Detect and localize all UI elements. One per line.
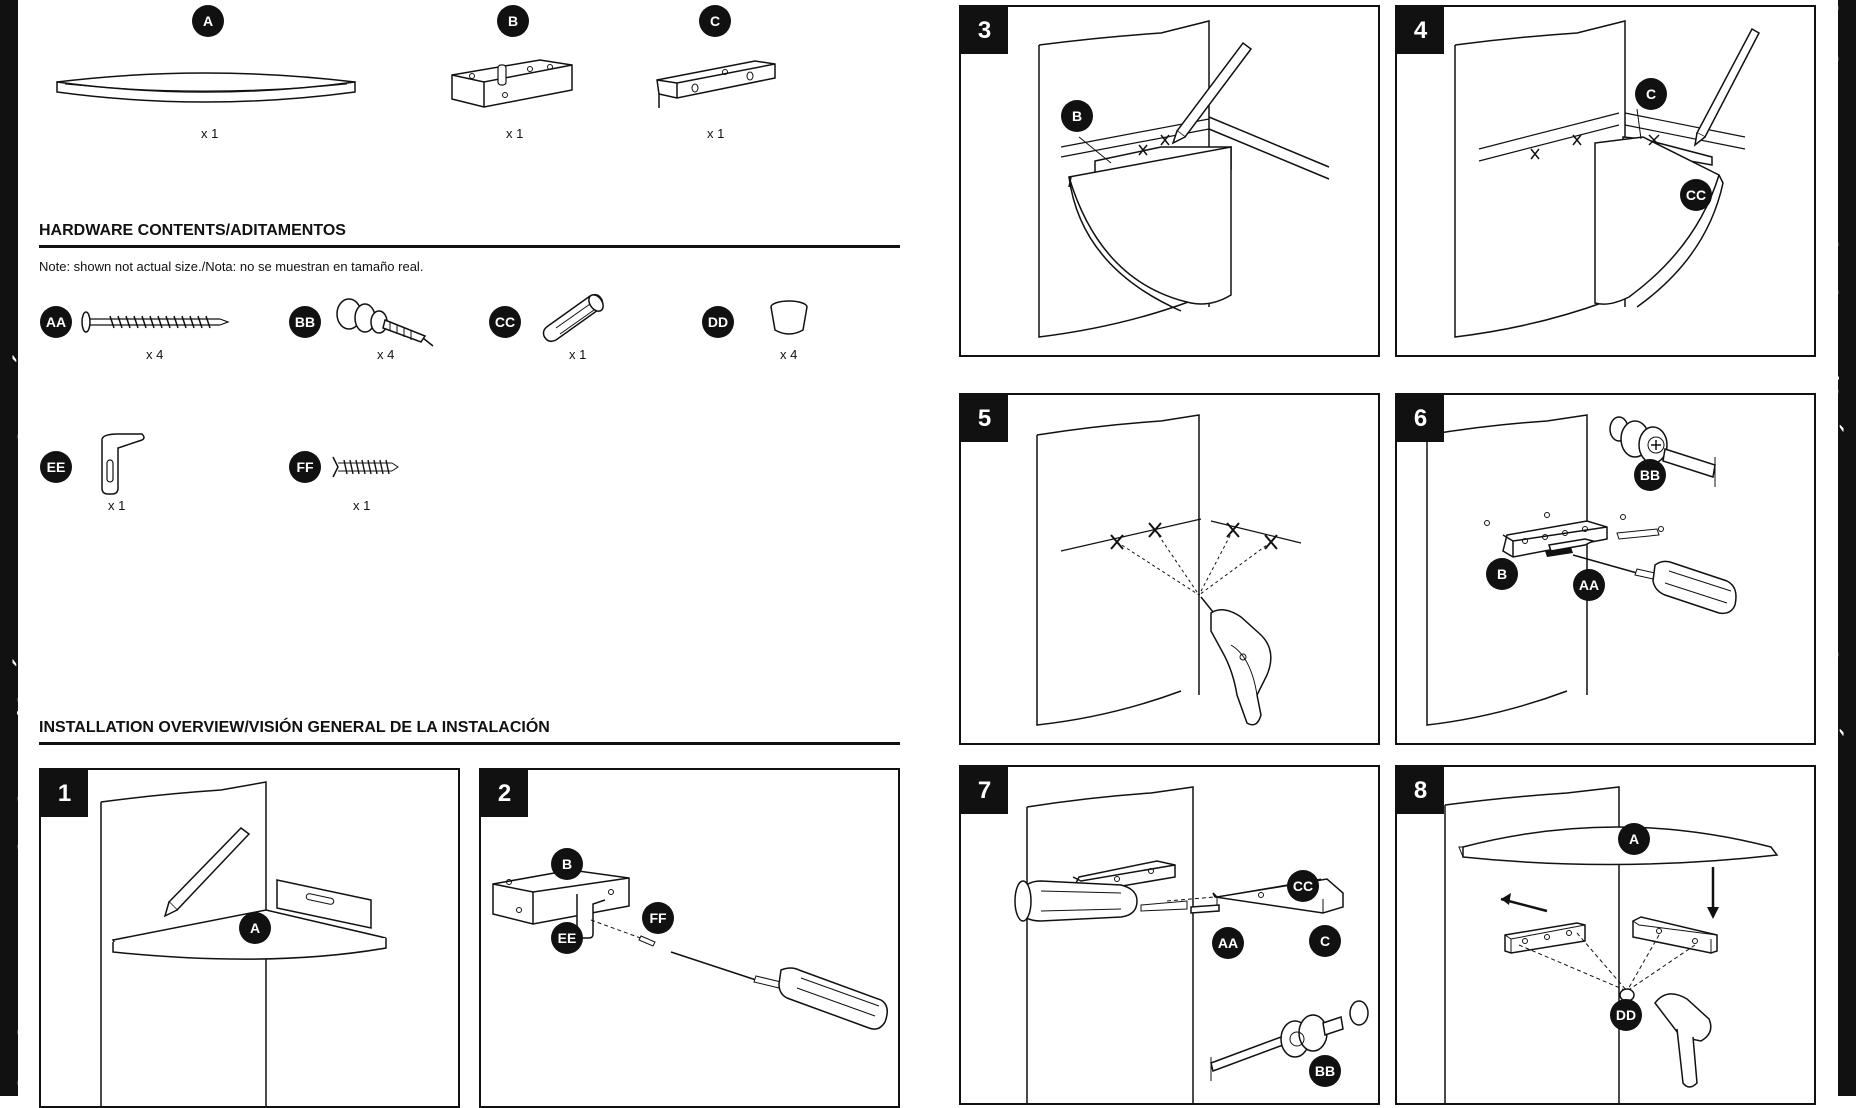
step-3-label-b: B xyxy=(1061,100,1093,132)
screw-aa-icon xyxy=(81,311,230,333)
step-7-label-aa: AA xyxy=(1212,927,1244,959)
hardware-bb-qty: x 4 xyxy=(377,347,395,362)
step-7-label-cc: CC xyxy=(1287,870,1319,902)
step-4-panel: 4 C CC xyxy=(1395,5,1816,357)
part-b-badge: B xyxy=(497,5,529,37)
step-2-illustration xyxy=(492,869,888,1030)
step-5-panel: 5 xyxy=(959,393,1380,745)
step-4-label-cc: CC xyxy=(1680,179,1712,211)
step-7-number: 7 xyxy=(961,767,1008,814)
shelf-part-a-drawing xyxy=(56,72,356,103)
installation-rule xyxy=(39,742,900,745)
step-5-illustration xyxy=(1036,414,1302,726)
hardware-note: Note: shown not actual size./Nota: no se… xyxy=(39,259,424,274)
step-4-label-c: C xyxy=(1635,78,1667,110)
anchor-bb-icon xyxy=(336,298,434,347)
hardware-dd-badge: DD xyxy=(702,306,734,338)
step-6-label-bb: BB xyxy=(1634,459,1666,491)
hardware-cc-badge: CC xyxy=(489,306,521,338)
part-c-qty: x 1 xyxy=(707,126,725,141)
bracket-ee-icon xyxy=(101,433,145,495)
step-6-number: 6 xyxy=(1397,395,1444,442)
bracket-part-c-drawing xyxy=(656,60,776,108)
step-6-label-b: B xyxy=(1486,558,1518,590)
step-2-label-b: B xyxy=(551,848,583,880)
right-side-band: QUICK REFERENCE GUIDE/GUÍA DE REFERENCIA… xyxy=(1814,0,1856,1096)
step-6-illustration xyxy=(1426,414,1737,726)
step-8-panel: 8 A DD xyxy=(1395,765,1816,1105)
step-8-label-dd: DD xyxy=(1610,999,1642,1031)
step-2-panel: 2 B FF EE xyxy=(479,768,900,1108)
right-side-title: QUICK REFERENCE GUIDE/GUÍA DE REFERENCIA… xyxy=(1813,0,1844,811)
hardware-aa-badge: AA xyxy=(40,306,72,338)
bracket-part-b-drawing xyxy=(451,59,573,108)
step-7-panel: 7 CC AA C BB xyxy=(959,765,1380,1105)
hardware-ff-badge: FF xyxy=(289,451,321,483)
installation-heading: INSTALLATION OVERVIEW/VISIÓN GENERAL DE … xyxy=(39,719,550,736)
step-8-illustration xyxy=(1444,786,1779,1103)
step-4-illustration xyxy=(1454,20,1760,338)
hardware-ee-qty: x 1 xyxy=(108,498,126,513)
step-6-panel: 6 BB B AA xyxy=(1395,393,1816,745)
hardware-heading: HARDWARE CONTENTS/ADITAMENTOS xyxy=(39,222,346,239)
step-8-number: 8 xyxy=(1397,767,1444,814)
step-2-label-ee: EE xyxy=(551,922,583,954)
part-a-qty: x 1 xyxy=(201,126,219,141)
step-3-illustration xyxy=(1038,20,1330,338)
left-side-band: QUICK REFERENCE GUIDE/GUÍA DE REFERENCIA… xyxy=(0,0,43,1096)
hardware-bb-badge: BB xyxy=(289,306,321,338)
hardware-cc-qty: x 1 xyxy=(569,347,587,362)
step-1-label-a: A xyxy=(239,912,271,944)
step-7-label-bb: BB xyxy=(1309,1055,1341,1087)
hardware-aa-qty: x 4 xyxy=(146,347,164,362)
anchor-cc-icon xyxy=(542,293,604,343)
step-3-panel: 3 B xyxy=(959,5,1380,357)
bumper-dd-icon xyxy=(770,300,808,335)
step-6-label-aa: AA xyxy=(1573,569,1605,601)
step-4-number: 4 xyxy=(1397,7,1444,54)
part-b-qty: x 1 xyxy=(506,126,524,141)
hardware-rule xyxy=(39,245,900,248)
step-2-number: 2 xyxy=(481,770,528,817)
step-2-label-ff: FF xyxy=(642,902,674,934)
part-c-badge: C xyxy=(699,5,731,37)
step-8-label-a: A xyxy=(1618,823,1650,855)
step-7-label-c: C xyxy=(1309,925,1341,957)
step-1-panel: 1 A xyxy=(39,768,460,1108)
hardware-ee-badge: EE xyxy=(40,451,72,483)
screw-ff-icon xyxy=(332,456,399,478)
step-1-number: 1 xyxy=(41,770,88,817)
step-3-number: 3 xyxy=(961,7,1008,54)
hardware-dd-qty: x 4 xyxy=(780,347,798,362)
hardware-ff-qty: x 1 xyxy=(353,498,371,513)
step-5-number: 5 xyxy=(961,395,1008,442)
part-a-badge: A xyxy=(192,5,224,37)
